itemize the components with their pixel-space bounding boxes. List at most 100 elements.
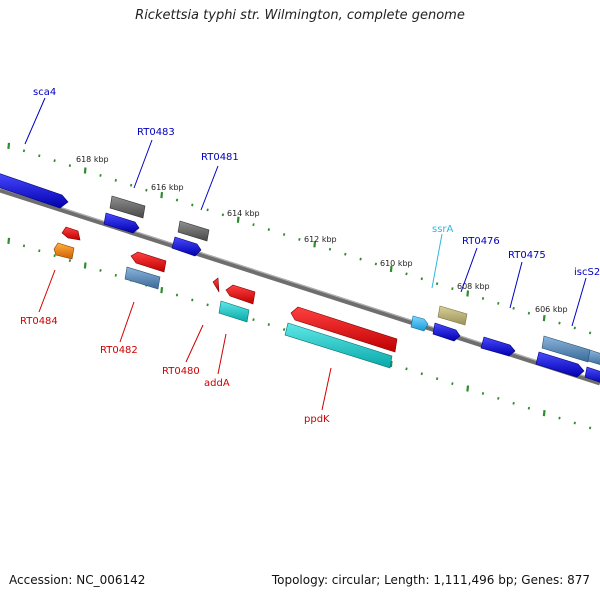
scale-tick xyxy=(282,233,286,236)
gene-edge-1[interactable] xyxy=(587,349,600,366)
scale-tick xyxy=(527,406,531,410)
scale-tick xyxy=(129,183,133,187)
gene-addA-upper[interactable] xyxy=(225,284,256,305)
kbp-label: 612 kbp xyxy=(304,235,337,244)
gene-iscS2[interactable] xyxy=(535,351,585,378)
gene-RT0484[interactable] xyxy=(53,242,75,260)
gene-label-RT0482[interactable]: RT0482 xyxy=(100,345,138,356)
scale-tick xyxy=(451,382,454,386)
gene-RT0475[interactable] xyxy=(480,336,516,357)
scale-tick xyxy=(282,328,286,331)
scale-tick xyxy=(512,401,515,405)
scale-tick xyxy=(420,277,423,281)
kbp-label: 610 kbp xyxy=(380,259,413,268)
gene-ssrA[interactable] xyxy=(410,315,429,332)
gene-label-sca4[interactable]: sca4 xyxy=(33,87,56,98)
scale-tick xyxy=(145,188,148,192)
scale-tick xyxy=(527,311,531,315)
scale-tick xyxy=(99,174,102,177)
gene-RT0482-upper[interactable] xyxy=(130,251,167,273)
scale-tick xyxy=(558,321,561,325)
scale-tick xyxy=(466,385,470,392)
scale-tick xyxy=(542,410,546,417)
gene-RT0476-upper[interactable] xyxy=(437,305,468,326)
kbp-label: 606 kbp xyxy=(535,305,568,314)
scale-tick xyxy=(175,293,179,297)
gene-label-RT0475[interactable]: RT0475 xyxy=(508,250,546,261)
scale-labels: 618 kbp 616 kbp 614 kbp 612 kbp 610 kbp … xyxy=(76,155,568,314)
gene-RT0482[interactable] xyxy=(124,266,161,290)
scale-tick xyxy=(175,198,179,202)
gene-label-RT0476[interactable]: RT0476 xyxy=(462,236,500,247)
gene-ppdK[interactable] xyxy=(284,322,393,369)
scale-tick xyxy=(267,323,270,326)
scale-tick xyxy=(389,265,393,273)
scale-tick xyxy=(405,272,408,276)
scale-tick xyxy=(588,331,592,335)
scale-tick xyxy=(221,213,225,217)
scale-tick xyxy=(252,223,255,227)
gene-label-RT0483[interactable]: RT0483 xyxy=(137,127,175,138)
label-leaders xyxy=(24,97,587,411)
kbp-label: 618 kbp xyxy=(76,155,109,164)
kbp-label: 608 kbp xyxy=(457,282,490,291)
gene-RT0481-upper[interactable] xyxy=(177,220,210,242)
scale-tick xyxy=(389,360,393,368)
scale-tick xyxy=(38,249,41,253)
scale-tick xyxy=(497,396,500,400)
scale-tick xyxy=(435,377,439,381)
scale-tick xyxy=(420,372,423,376)
scale-tick xyxy=(558,416,561,420)
scale-tick xyxy=(267,228,270,231)
scale-tick xyxy=(114,178,117,182)
gene-label-RT0481[interactable]: RT0481 xyxy=(201,152,239,163)
kbp-label: 614 kbp xyxy=(227,209,260,218)
scale-tick xyxy=(252,318,255,322)
scale-tick xyxy=(114,273,117,277)
topology-text: Topology: circular; Length: 1,111,496 bp… xyxy=(271,573,590,587)
scale-tick xyxy=(236,216,240,223)
scale-tick xyxy=(160,192,164,199)
gene-iscS2-upper[interactable] xyxy=(541,335,591,363)
scale-tick xyxy=(542,315,546,322)
scale-tick xyxy=(53,254,56,258)
gene-label-RT0484[interactable]: RT0484 xyxy=(20,316,58,327)
scale-tick xyxy=(359,257,362,261)
gene-RT0476[interactable] xyxy=(432,322,461,342)
scale-tick xyxy=(206,208,209,212)
scale-tick xyxy=(160,287,164,294)
gene-edge-2[interactable] xyxy=(584,366,600,384)
scale-tick xyxy=(451,287,454,291)
gene-label-RT0480[interactable]: RT0480 xyxy=(162,366,200,377)
gene-label-ssrA[interactable]: ssrA xyxy=(432,224,454,235)
gene-label-ppdK[interactable]: ppdK xyxy=(304,414,330,425)
gene-RT0480[interactable] xyxy=(212,277,220,293)
scale-tick xyxy=(512,306,515,310)
scale-tick xyxy=(328,247,332,251)
scale-tick xyxy=(435,282,439,286)
reverse-strand-genes xyxy=(53,226,398,369)
genome-title: Rickettsia typhi str. Wilmington, comple… xyxy=(135,8,465,23)
scale-tick xyxy=(573,326,576,330)
scale-tick xyxy=(38,154,41,158)
scale-ticks xyxy=(7,142,592,430)
accession-text: Accession: NC_006142 xyxy=(9,573,146,587)
kbp-label: 616 kbp xyxy=(151,183,184,192)
gene-RT0483[interactable] xyxy=(103,212,140,234)
gene-addA[interactable] xyxy=(218,300,250,323)
gene-RT0484-upper[interactable] xyxy=(61,226,81,241)
gene-label-iscS2[interactable]: iscS2 xyxy=(574,267,600,278)
gene-label-addA[interactable]: addA xyxy=(204,378,230,389)
gene-labels: sca4 RT0483 RT0481 ssrA RT0476 RT0475 is… xyxy=(20,87,600,425)
scale-tick xyxy=(405,367,408,371)
scale-tick xyxy=(83,262,87,269)
gene-RT0483-upper[interactable] xyxy=(109,195,146,219)
gene-RT0481[interactable] xyxy=(171,236,202,257)
scale-tick xyxy=(206,303,209,307)
gene-sca4[interactable] xyxy=(0,172,69,209)
scale-tick xyxy=(99,269,102,272)
scale-tick xyxy=(466,290,470,297)
forward-strand-genes xyxy=(0,172,600,384)
scale-tick xyxy=(53,159,56,163)
gene-ppdK-upper[interactable] xyxy=(290,306,398,353)
